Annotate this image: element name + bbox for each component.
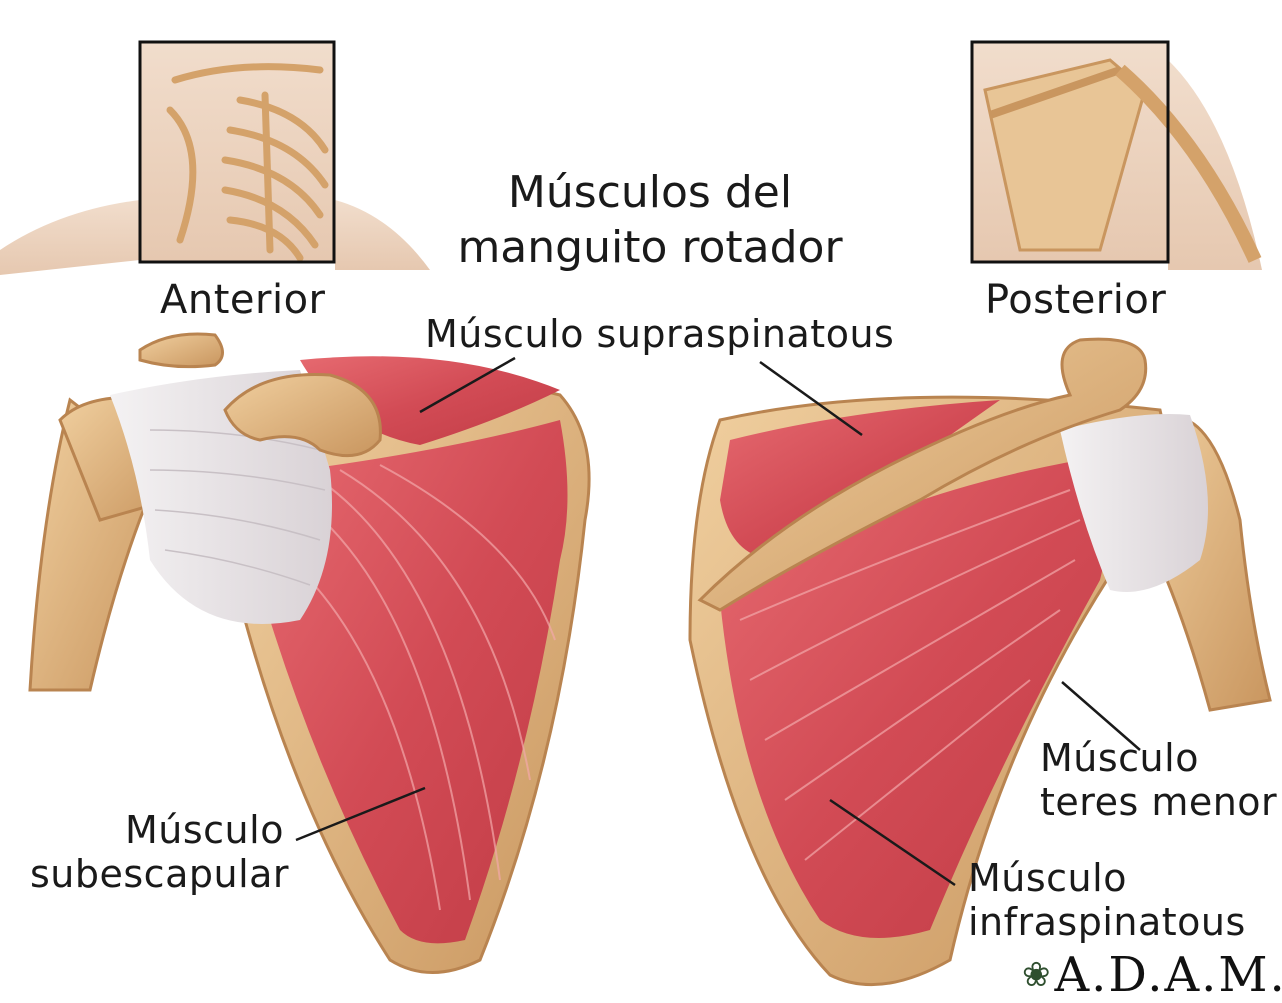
supraspinatus-label: Músculo supraspinatous <box>425 312 894 356</box>
anterior-label: Anterior <box>160 278 325 322</box>
posterior-label: Posterior <box>985 278 1166 322</box>
subscapular-label-line2: subescapular <box>30 852 289 896</box>
logo-text: A.D.A.M. <box>1055 947 1282 1003</box>
posterior-thumbnail <box>972 42 1262 270</box>
anterior-thumbnail <box>0 42 430 275</box>
infraspinatus-label-line1: Músculo <box>968 856 1127 900</box>
infraspinatus-label-line2: infraspinatous <box>968 900 1246 944</box>
title-line-2: manguito rotador <box>455 220 845 275</box>
leaf-icon: ❀ <box>1022 955 1053 995</box>
teres-minor-label-line2: teres menor <box>1040 780 1277 824</box>
adam-logo: ❀A.D.A.M. <box>1022 950 1282 1000</box>
title-line-1: Músculos del <box>455 165 845 220</box>
diagram-title: Músculos del manguito rotador <box>455 165 845 275</box>
teres-minor-label-line1: Músculo <box>1040 736 1199 780</box>
subscapular-label-line1: Músculo <box>125 808 284 852</box>
